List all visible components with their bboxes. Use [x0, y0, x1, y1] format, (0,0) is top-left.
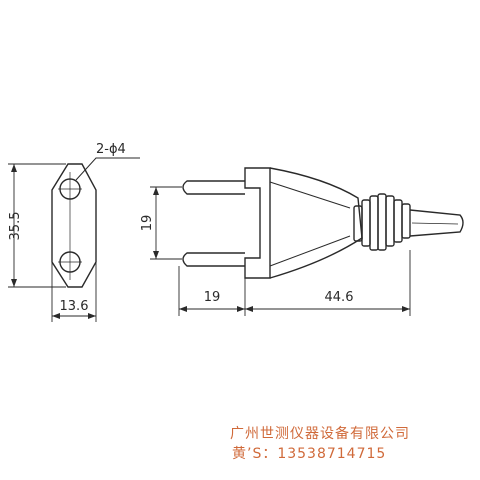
plug-face-outline [51, 163, 97, 288]
strain-relief [353, 193, 411, 251]
hole-note-label: 2-ϕ4 [96, 142, 126, 157]
plug-flange [244, 167, 271, 279]
plug-body [269, 167, 363, 279]
pin-top [182, 180, 245, 195]
power-cable [409, 209, 464, 237]
body-ridge-top [269, 181, 351, 209]
height-dimension-label: 35.5 [8, 212, 23, 241]
pin-length-dimension-label: 19 [204, 290, 221, 305]
contact-phone: 黄’S：13538714715 [232, 445, 386, 462]
dimension-arrows [11, 164, 410, 319]
pin-bottom [182, 252, 245, 267]
body-length-dimension-label: 44.6 [325, 290, 354, 305]
hole-note-leader [75, 157, 140, 181]
width-dimension-label: 13.6 [60, 299, 89, 314]
body-ridge-bottom [269, 235, 351, 267]
company-name: 广州世测仪器设备有限公司 [230, 425, 410, 442]
pin-gap-dimension-label: 19 [140, 215, 155, 232]
cable-centerline [411, 222, 459, 225]
